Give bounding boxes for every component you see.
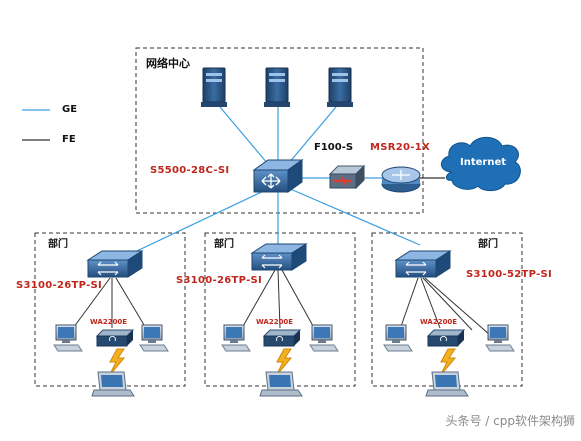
department-2-title: 部门 <box>214 239 234 250</box>
laptop-icon <box>91 371 135 397</box>
legend-fe-label: FE <box>62 134 76 145</box>
department-3-title: 部门 <box>478 239 498 250</box>
firewall-icon <box>328 164 366 190</box>
access-switch-1-label: S3100-26TP-SI <box>16 280 103 291</box>
legend-ge-label: GE <box>62 104 78 115</box>
wireless-link-icon <box>108 348 457 377</box>
server-icon-1 <box>201 67 227 107</box>
access-switch-icon-2 <box>250 243 308 271</box>
pc-icon <box>309 324 339 352</box>
wireless-ap-icon <box>262 329 302 347</box>
core-switch-icon <box>252 159 304 193</box>
server-icon-2 <box>264 67 290 107</box>
wireless-ap-icon <box>95 329 135 347</box>
wap-3-label: WA2200E <box>420 318 458 326</box>
access-switch-3-label: S3100-52TP-SI <box>466 269 553 280</box>
access-switch-2-label: S3100-26TP-SI <box>176 275 263 286</box>
department-1-title: 部门 <box>48 239 68 250</box>
core-switch-label: S5500-28C-SI <box>150 165 230 176</box>
access-switch-icon-1 <box>86 250 144 278</box>
wireless-ap-icon <box>426 329 466 347</box>
internet-label: Internet <box>460 157 507 168</box>
watermark-text: 头条号 / cpp软件架构狮 <box>445 414 575 428</box>
laptop-icon <box>259 371 303 397</box>
firewall-label: F100-S <box>314 142 354 153</box>
pc-icon <box>485 324 515 352</box>
pc-icon <box>139 324 169 352</box>
pc-icon <box>221 324 251 352</box>
internet-cloud-icon <box>441 136 521 192</box>
ge-links <box>121 106 421 259</box>
network-center-title: 网络中心 <box>146 57 190 70</box>
access-switch-icon-3 <box>394 250 452 278</box>
server-icon-3 <box>327 67 353 107</box>
pc-icon <box>53 324 83 352</box>
laptop-icon <box>425 371 469 397</box>
router-label: MSR20-1X <box>370 142 430 153</box>
pc-icon <box>383 324 413 352</box>
network-center-zone <box>135 47 424 214</box>
router-icon <box>381 166 421 193</box>
wap-1-label: WA2200E <box>90 318 128 326</box>
wap-2-label: WA2200E <box>256 318 294 326</box>
